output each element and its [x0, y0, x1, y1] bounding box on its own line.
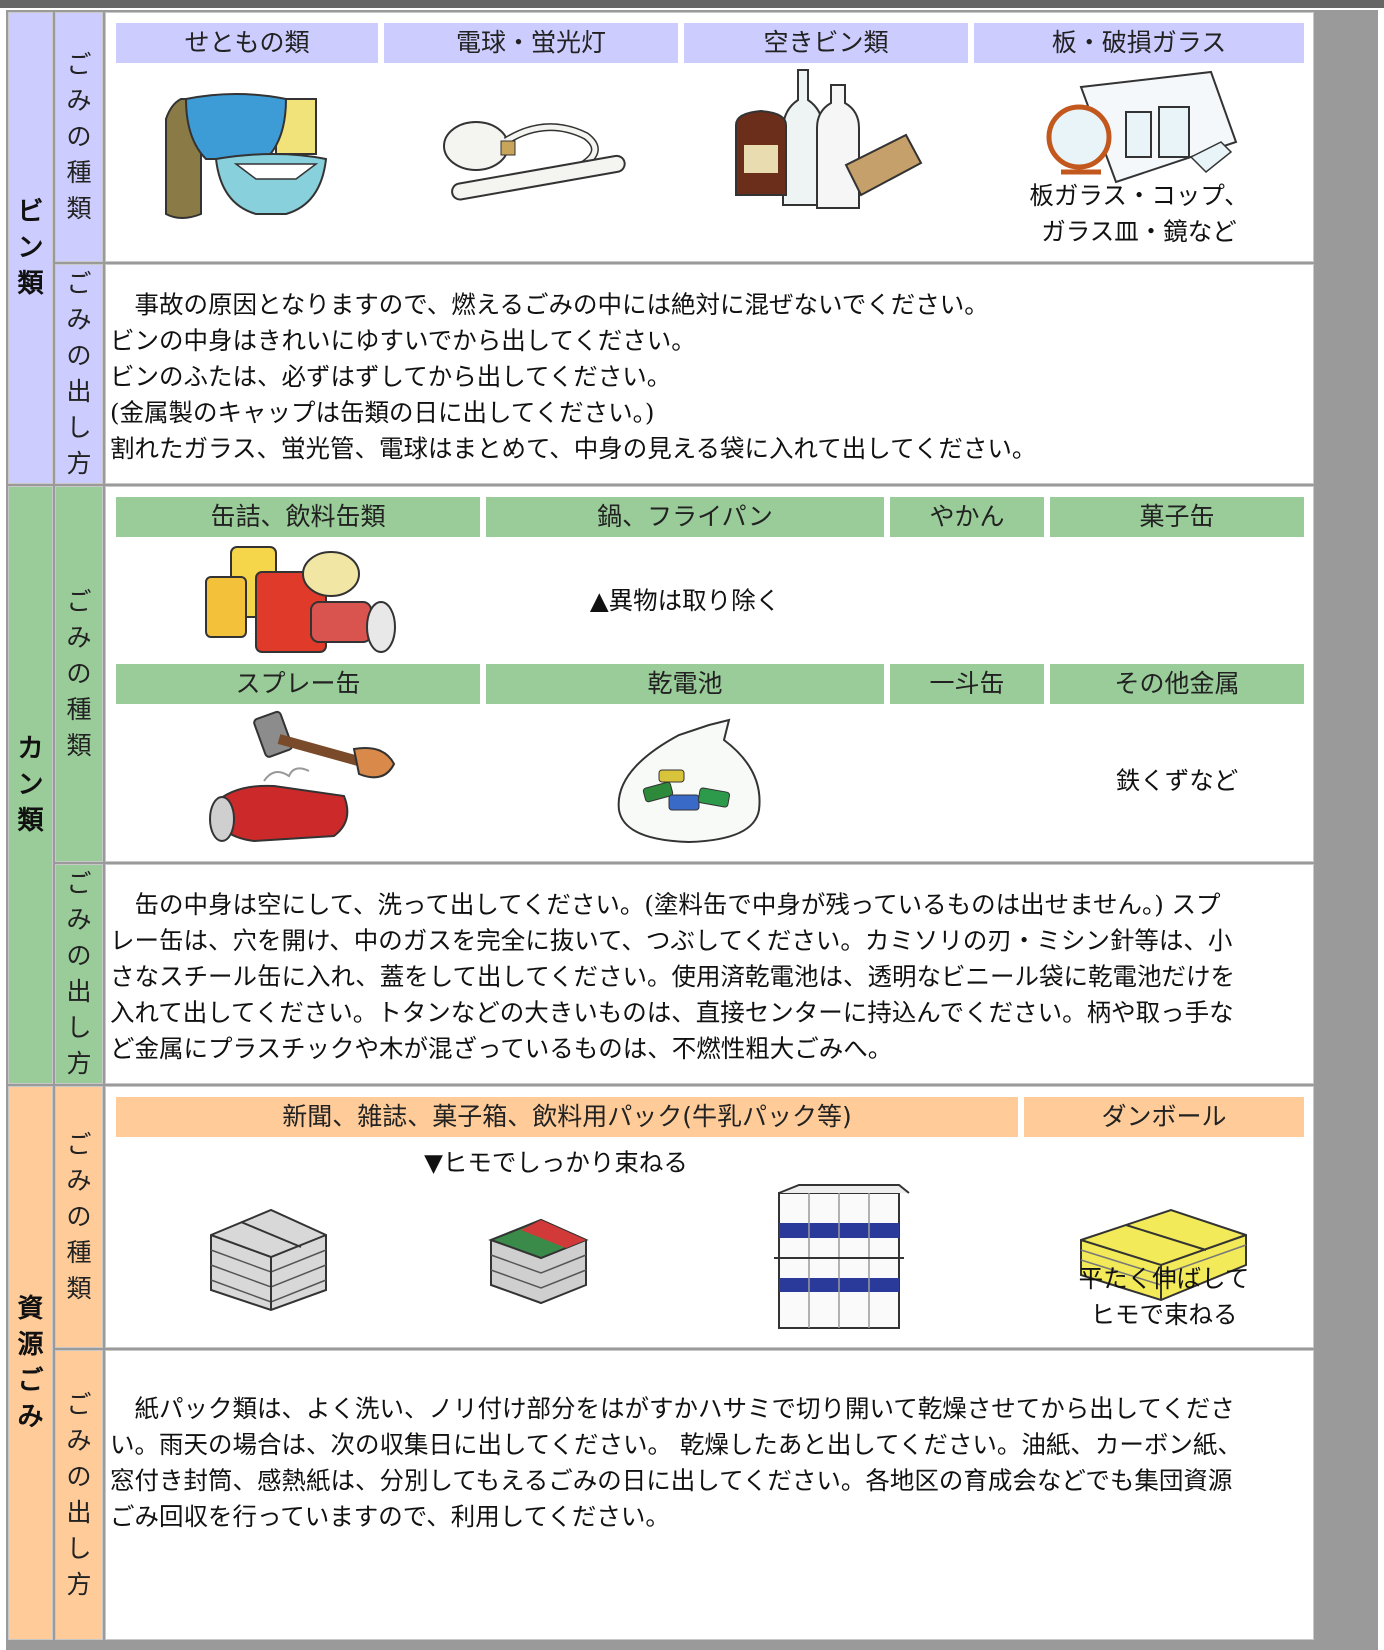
cardboard-bundle-icon [1080, 1208, 1247, 1302]
shigen-method-text: 紙パック類は、よく洗い、ノリ付け部分をはがすかハサミで切り開いて乾燥させてから出… [110, 1394, 1242, 1531]
batteries-bag-icon [617, 718, 761, 844]
cans-icon [205, 546, 396, 653]
header-broken-glass: 板・破損ガラス [974, 23, 1304, 63]
pottery-icon [165, 93, 328, 219]
glass-bottles-icon [735, 69, 923, 209]
header-cans: 缶詰、飲料缶類 [116, 497, 480, 537]
category-bin: ビ ン 類 [8, 12, 53, 484]
header-empty-bottles: 空きビン類 [684, 23, 968, 63]
header-candy-can: 菓子缶 [1050, 497, 1304, 537]
header-kettle: やかん [890, 497, 1044, 537]
header-paper: 新聞、雑誌、菓子箱、飲料用パック(牛乳パック等) [116, 1097, 1018, 1137]
shigen-method-content: 紙パック類は、よく洗い、ノリ付け部分をはがすかハサミで切り開いて乾燥させてから出… [105, 1350, 1314, 1640]
bin-types-content: せともの類 電球・蛍光灯 空きビン類 板・破損ガラス 板ガラス・コップ、 ガラス… [105, 12, 1314, 262]
milk-carton-bundle-icon [774, 1184, 910, 1329]
tie-note: ▼ヒモでしっかり束ねる [424, 1148, 688, 1177]
header-bulb: 電球・蛍光灯 [384, 23, 678, 63]
scrap-iron-note: 鉄くずなど [1115, 766, 1239, 795]
bin-types-label: ご み の 種 類 [55, 12, 103, 262]
kan-types-label: ご み の 種 類 [55, 486, 103, 862]
bin-method-text: 事故の原因となりますので、燃えるごみの中には絶対に混ぜないでください。 ビンの中… [110, 290, 1037, 463]
header-pans: 鍋、フライパン [486, 497, 884, 537]
kan-method-text: 缶の中身は空にして、洗って出してください。(塗料缶で中身が残っているものは出せま… [110, 890, 1236, 1063]
header-battery: 乾電池 [486, 664, 884, 704]
shigen-method-label: ご み の 出 し 方 [55, 1350, 103, 1640]
top-bar [0, 0, 1384, 8]
header-setomono: せともの類 [116, 23, 378, 63]
bin-method-label: ご み の 出 し 方 [55, 264, 103, 484]
shigen-types-content: 新聞、雑誌、菓子箱、飲料用パック(牛乳パック等) ダンボール ▼ヒモでしっかり束… [105, 1086, 1314, 1348]
kan-types-content: 缶詰、飲料缶類 鍋、フライパン やかん 菓子缶 ▲異物は取り除く スプレー缶 乾… [105, 486, 1314, 862]
header-spray-can: スプレー缶 [116, 664, 480, 704]
light-bulb-icon [443, 121, 626, 201]
magazine-bundle-icon [488, 1218, 589, 1305]
broken-glass-icon [1046, 70, 1238, 184]
bin-method-content: 事故の原因となりますので、燃えるごみの中には絶対に混ぜないでください。 ビンの中… [105, 264, 1314, 484]
kan-method-label: ご み の 出 し 方 [55, 864, 103, 1084]
category-kan: カ ン 類 [8, 486, 53, 1084]
header-cardboard: ダンボール [1024, 1097, 1304, 1137]
kan-method-content: 缶の中身は空にして、洗って出してください。(塗料缶で中身が残っているものは出せま… [105, 864, 1314, 1084]
spray-can-hammer-icon [209, 710, 396, 843]
cardboard-note: 平たく伸ばして ヒモで束ねる [1078, 1264, 1250, 1329]
header-other-metal: その他金属 [1050, 664, 1304, 704]
category-shigen: 資 源 ご み [8, 1086, 53, 1640]
header-18l-can: 一斗缶 [890, 664, 1044, 704]
glass-note: 板ガラス・コップ、 ガラス皿・鏡など [1029, 181, 1249, 246]
newspaper-bundle-icon [210, 1208, 327, 1312]
shigen-types-label: ご み の 種 類 [55, 1086, 103, 1348]
foreign-matter-note: ▲異物は取り除く [589, 586, 781, 615]
